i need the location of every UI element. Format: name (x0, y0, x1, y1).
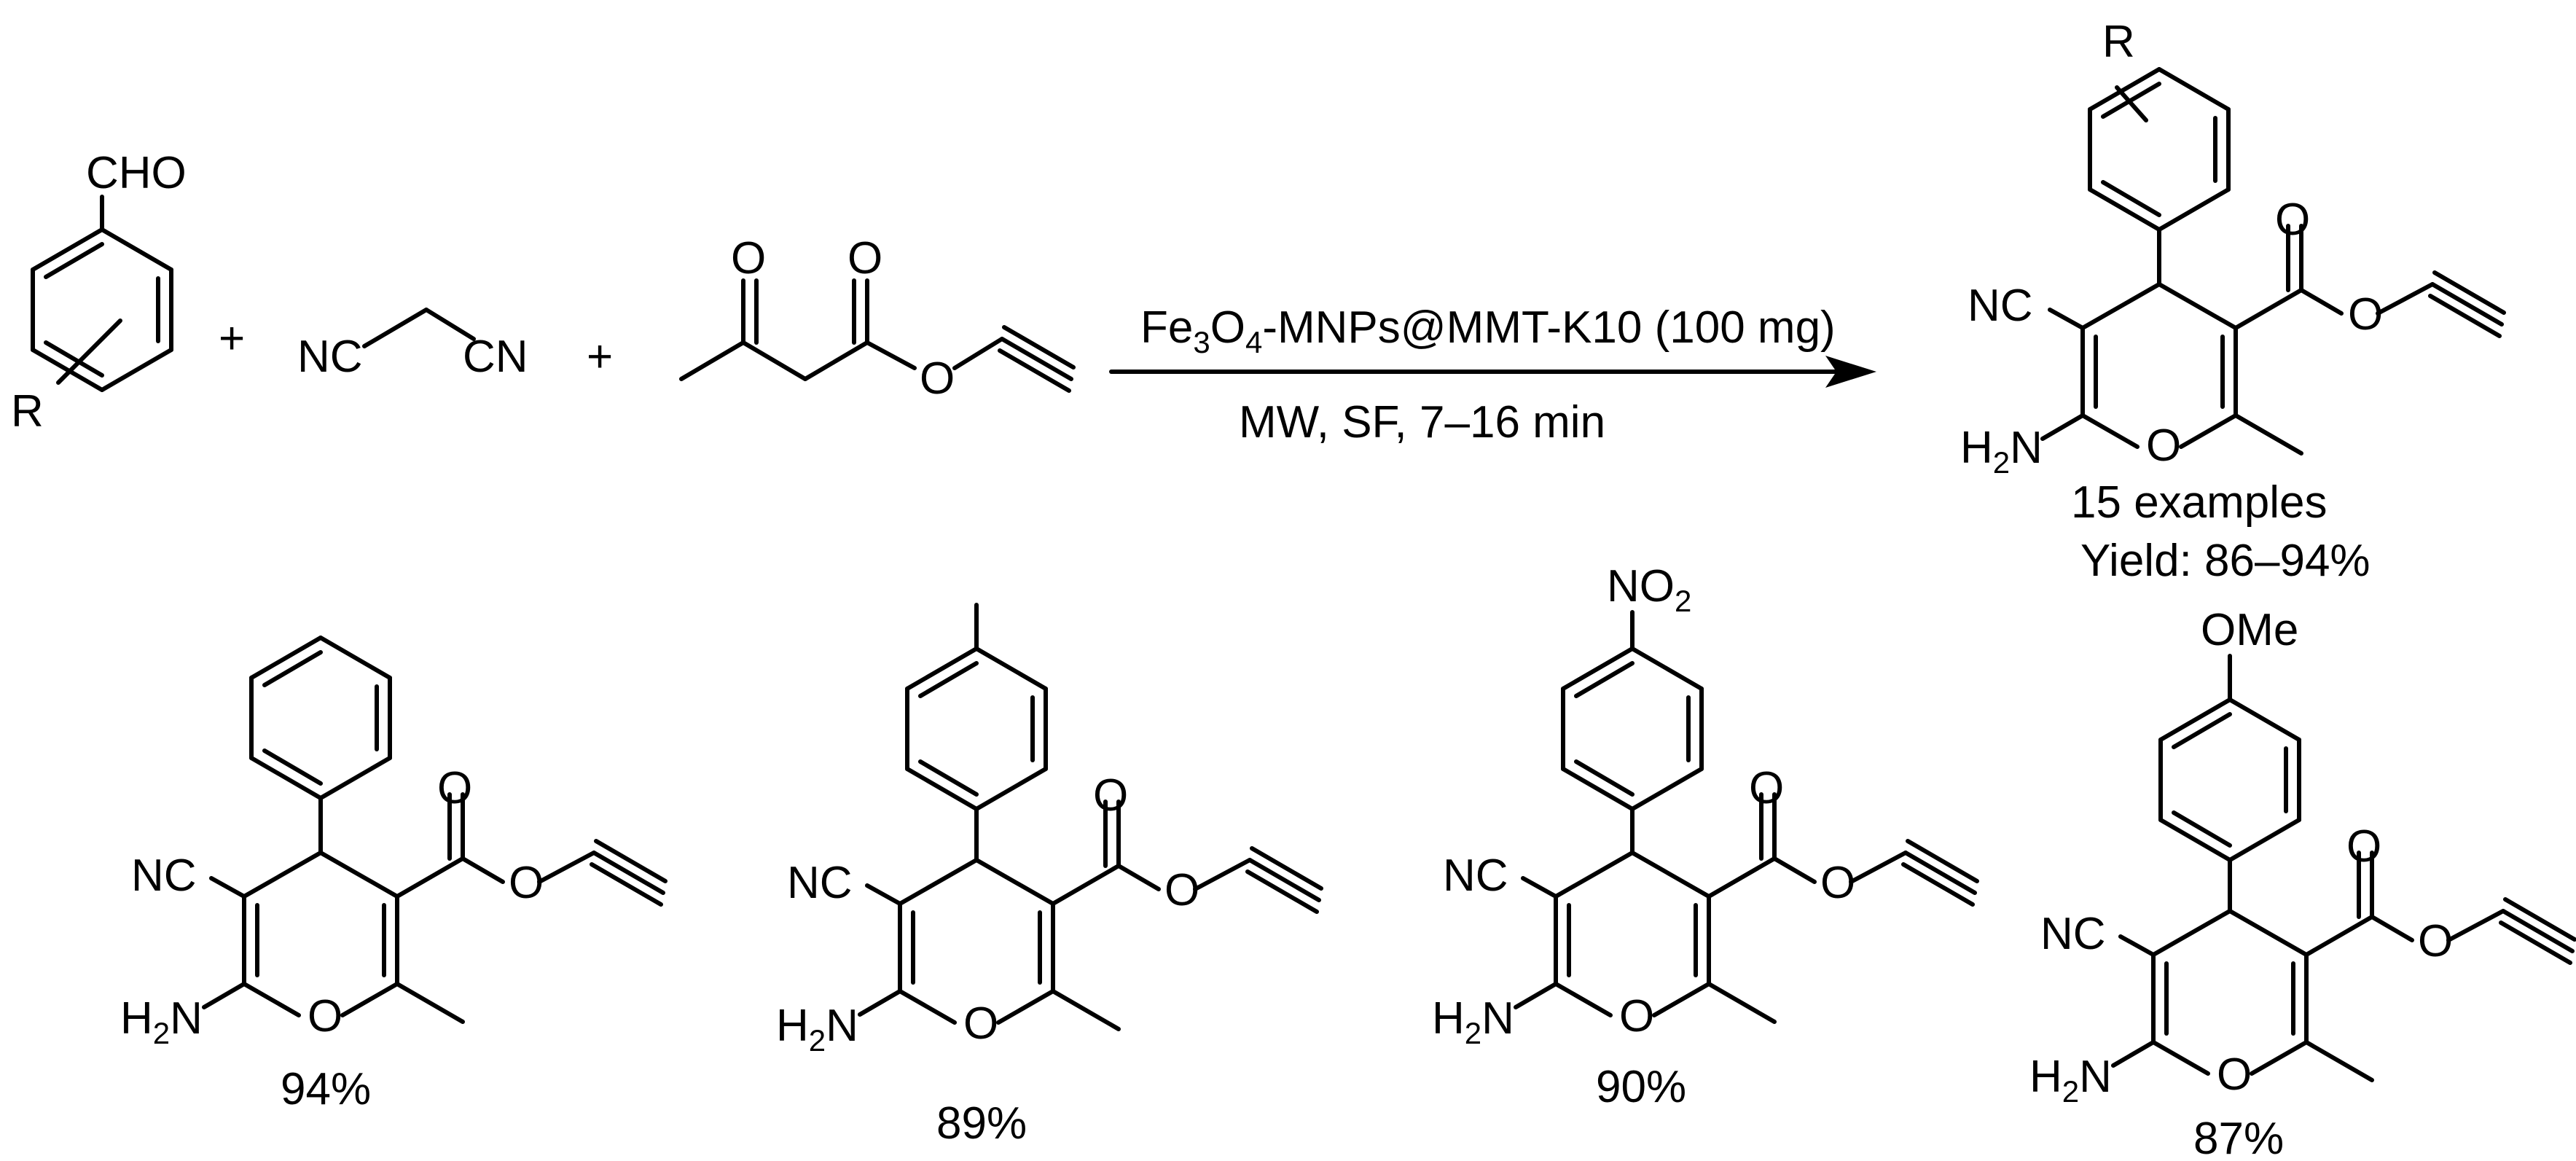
example-product-p-nitrophenyl: NO2 NC H2N O O O 90% (1432, 561, 1977, 1112)
example3-ester-oxygen: O (1820, 858, 1855, 908)
example1-ester-oxygen: O (509, 858, 544, 908)
product-examples-count: 15 examples (2071, 477, 2328, 528)
example3-amine-label: H2N (1432, 993, 1514, 1050)
example2-nitrile-label: NC (787, 858, 853, 908)
aldehyde-substituent-label: R (11, 386, 44, 437)
product-carbonyl-oxygen: O (2275, 195, 2310, 245)
example3-para-group: NO2 (1607, 561, 1691, 618)
example4-amine-label: H2N (2029, 1052, 2112, 1109)
product-ester-oxygen: O (2348, 289, 2383, 340)
ester-alkoxy-oxygen: O (920, 353, 955, 404)
product-yield-range: Yield: 86–94% (2080, 536, 2371, 586)
ester-carbonyl-oxygen: O (847, 233, 882, 284)
ester-ketone-oxygen: O (731, 233, 766, 284)
product-substituent-label: R (2102, 17, 2135, 67)
example4-yield: 87% (2193, 1114, 2284, 1161)
example3-nitrile-label: NC (1443, 851, 1508, 901)
example-product-p-tolyl: NC H2N O O O 89% (776, 603, 1321, 1149)
example1-amine-label: H2N (120, 993, 203, 1050)
example4-ring-oxygen: O (2217, 1049, 2252, 1100)
example-product-p-methoxyphenyl: OMe NC H2N O O O 87% (2029, 605, 2575, 1161)
example2-carbonyl-oxygen: O (1093, 770, 1128, 821)
example3-ring-oxygen: O (1619, 991, 1654, 1041)
example2-ring-oxygen: O (963, 998, 998, 1049)
general-product: R NC H2N O O O 15 examples Yield: 86–94% (1960, 17, 2504, 586)
example1-nitrile-label: NC (131, 851, 197, 901)
aldehyde-group-label: CHO (86, 148, 187, 198)
example2-ester-oxygen: O (1164, 865, 1199, 915)
reactant-ethynyl-acetoacetate: O O O (679, 233, 1076, 404)
example4-para-group: OMe (2201, 605, 2298, 655)
example4-carbonyl-oxygen: O (2346, 821, 2381, 872)
example1-ring-oxygen: O (308, 991, 342, 1041)
example1-yield: 94% (281, 1064, 371, 1114)
example4-ester-oxygen: O (2418, 916, 2453, 966)
example3-carbonyl-oxygen: O (1749, 763, 1784, 813)
catalyst-conditions: Fe3O4-MNPs@MMT-K10 (100 mg) (1140, 302, 1836, 359)
reactant-benzaldehyde: CHO R (11, 148, 187, 437)
reaction-arrow (1109, 356, 1876, 388)
example1-carbonyl-oxygen: O (437, 763, 472, 813)
example4-nitrile-label: NC (2040, 909, 2106, 959)
malononitrile-nc-label: NC (297, 332, 363, 382)
malononitrile-cn-label: CN (463, 332, 528, 382)
product-amine-label: H2N (1960, 423, 2043, 480)
plus-sign-1: + (219, 313, 245, 364)
reactant-malononitrile: NC CN (297, 308, 528, 382)
example-product-phenyl: NC H2N O O O 94% (120, 636, 665, 1114)
example3-yield: 90% (1596, 1062, 1686, 1112)
example2-amine-label: H2N (776, 1001, 858, 1058)
product-ring-oxygen: O (2146, 421, 2181, 471)
example2-yield: 89% (936, 1098, 1027, 1149)
plus-sign-2: + (587, 332, 613, 382)
reaction-conditions-line2: MW, SF, 7–16 min (1239, 397, 1605, 447)
product-nitrile-label: NC (1968, 281, 2033, 331)
